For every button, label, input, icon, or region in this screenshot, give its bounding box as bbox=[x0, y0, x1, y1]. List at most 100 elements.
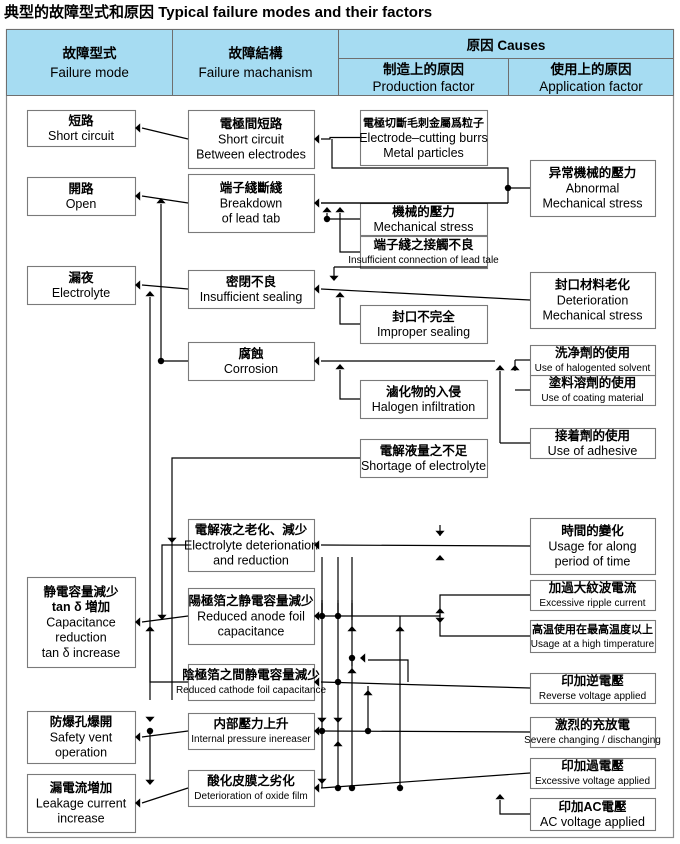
production-factor-box-0-line: Electrode–cutting burrs bbox=[359, 131, 488, 145]
application-factor-box-7[interactable] bbox=[529, 619, 657, 654]
page-title-en: Typical failure modes and their factors bbox=[158, 4, 433, 21]
header-label-causes: 原因 Causes bbox=[467, 38, 546, 53]
application-factor-box-0[interactable] bbox=[529, 159, 657, 218]
application-factor-box-7-line: Usage at a high timperature bbox=[531, 639, 655, 650]
failure-mechanism-box-1[interactable] bbox=[187, 173, 316, 234]
failure-mode-box-5[interactable] bbox=[26, 773, 137, 834]
failure-mechanism-box-5[interactable] bbox=[187, 587, 316, 646]
application-factor-box-9[interactable] bbox=[529, 716, 657, 749]
failure-mechanism-box-0[interactable] bbox=[187, 109, 316, 170]
production-factor-box-2-line: 端子綫之接觸不良 bbox=[373, 237, 474, 252]
application-factor-box-0-rect bbox=[529, 159, 657, 218]
failure-mode-box-1-rect bbox=[26, 176, 137, 217]
failure-mode-box-5-line: 漏電流増加 bbox=[50, 780, 113, 795]
arrow-mech-breakdown bbox=[314, 198, 320, 208]
wire-deterioration-to-sealing bbox=[320, 288, 531, 301]
wire-halogen-to-corrosion bbox=[339, 370, 360, 400]
failure-mode-box-0[interactable] bbox=[26, 109, 137, 148]
failure-mode-box-3[interactable] bbox=[26, 576, 137, 669]
arrow-up-adhesive bbox=[495, 365, 505, 371]
failure-mechanism-box-2[interactable] bbox=[187, 269, 316, 310]
application-factor-box-0-line: Mechanical stress bbox=[542, 197, 642, 211]
application-factor-box-5-line: period of time bbox=[555, 555, 631, 569]
application-factor-box-10[interactable] bbox=[529, 757, 657, 790]
production-factor-box-3[interactable] bbox=[359, 304, 489, 345]
failure-mechanism-box-0-rect bbox=[187, 109, 316, 170]
application-factor-box-2[interactable] bbox=[529, 344, 657, 377]
connector-line bbox=[141, 127, 189, 140]
application-factor-box-8[interactable] bbox=[529, 672, 657, 705]
production-factor-box-4[interactable] bbox=[359, 379, 489, 420]
failure-mechanism-box-2-line: 密閉不良 bbox=[225, 274, 277, 289]
failure-mode-box-0-line: Short circuit bbox=[48, 129, 115, 143]
wire-anode-to-cap bbox=[141, 615, 189, 623]
application-factor-box-1[interactable] bbox=[529, 271, 657, 330]
production-factor-box-2[interactable] bbox=[359, 235, 489, 270]
application-factor-box-1-rect bbox=[529, 271, 657, 330]
application-factor-box-6[interactable] bbox=[529, 579, 657, 612]
arrow-up-ac bbox=[495, 794, 505, 800]
wire-leadtale-up bbox=[339, 213, 360, 253]
application-factor-box-4[interactable] bbox=[529, 427, 657, 460]
application-factor-box-6-rect bbox=[529, 579, 657, 612]
wire-burrs-to-shortcircuit bbox=[321, 136, 360, 140]
production-factor-box-3-line: Improper sealing bbox=[377, 325, 470, 339]
failure-mechanism-box-3[interactable] bbox=[187, 341, 316, 382]
failure-mode-box-1[interactable] bbox=[26, 176, 137, 217]
wire-excessive-to-oxide bbox=[320, 772, 531, 789]
failure-mechanism-box-4[interactable] bbox=[187, 518, 316, 573]
production-factor-box-5-rect bbox=[359, 438, 489, 479]
production-factor-box-2-line: Insufficient connection of lead tale bbox=[348, 255, 499, 266]
application-factor-box-10-line: 印加過電壓 bbox=[561, 758, 624, 773]
application-factor-box-6-line: Excessive ripple current bbox=[539, 598, 645, 609]
arrow-mech-pressure bbox=[314, 726, 320, 736]
application-factor-box-11-rect bbox=[529, 797, 657, 832]
application-factor-box-1-line: Deterioration bbox=[557, 293, 629, 307]
wire-oxide-to-leakage bbox=[141, 787, 189, 804]
wire-time-to-electrolyte bbox=[320, 544, 531, 547]
production-factor-box-5-line: Shortage of electrolyte bbox=[361, 459, 486, 473]
failure-mechanism-box-6[interactable] bbox=[187, 663, 316, 702]
failure-mechanism-box-3-rect bbox=[187, 341, 316, 382]
arrow-to-electrolyte bbox=[135, 280, 141, 290]
failure-mechanism-box-1-rect bbox=[187, 173, 316, 234]
application-factor-box-2-line: Use of halogented solvent bbox=[535, 363, 651, 374]
application-factor-box-5[interactable] bbox=[529, 517, 657, 576]
wire-electrolyte-det-to-cap bbox=[161, 544, 188, 616]
failure-mode-box-4-line: Safety vent bbox=[50, 730, 113, 744]
production-factor-box-1[interactable] bbox=[359, 202, 489, 237]
failure-mode-box-3-rect bbox=[26, 576, 137, 669]
failure-mechanism-box-5-line: Reduced anode foil bbox=[197, 609, 305, 623]
arrow-up-corrosion bbox=[335, 364, 345, 370]
failure-mechanism-box-8[interactable] bbox=[187, 769, 316, 808]
application-factor-box-4-line: Use of adhesive bbox=[548, 444, 638, 458]
failure-mechanism-box-7-line: 内部壓力上升 bbox=[213, 716, 289, 731]
failure-mode-box-5-line: Leakage current bbox=[36, 796, 127, 810]
failure-mode-box-4[interactable] bbox=[26, 710, 137, 765]
application-factor-box-0-line: 异常機械的壓力 bbox=[549, 165, 637, 180]
failure-mechanism-box-1-line: Breakdown bbox=[220, 196, 283, 210]
production-factor-box-1-line: 機械的壓力 bbox=[392, 204, 455, 219]
failure-mode-box-3-line: 静電容量減少 bbox=[43, 584, 119, 599]
application-factor-box-11[interactable] bbox=[529, 797, 657, 832]
arrow-mech-shortcircuit bbox=[314, 134, 320, 144]
header-label-en: Application factor bbox=[539, 79, 643, 94]
production-factor-box-0[interactable] bbox=[359, 109, 489, 167]
failure-mode-box-2-rect bbox=[26, 265, 137, 306]
application-factor-box-5-line: 時間的變化 bbox=[561, 523, 624, 538]
failure-mode-box-0-rect bbox=[26, 109, 137, 148]
failure-mode-box-2[interactable] bbox=[26, 265, 137, 306]
failure-mechanism-box-1-line: 端子綫斷綫 bbox=[220, 180, 283, 195]
application-factor-box-10-rect bbox=[529, 757, 657, 790]
failure-mechanism-box-7-line: Internal pressure inereaser bbox=[191, 734, 311, 745]
failure-mechanism-box-7-rect bbox=[187, 712, 316, 751]
failure-mechanism-box-5-line: 陽極箔之静電容量減少 bbox=[188, 593, 314, 608]
production-factor-box-5-line: 電解液量之不足 bbox=[380, 443, 468, 458]
application-factor-box-9-line: 激烈的充放電 bbox=[555, 717, 631, 732]
failure-mechanism-box-7[interactable] bbox=[187, 712, 316, 751]
arrow-up-hightemp bbox=[435, 608, 445, 614]
failure-mode-box-1-line: 開路 bbox=[68, 181, 94, 196]
failure-mechanism-box-6-line: 陰極箔之間静電容量減少 bbox=[182, 667, 320, 682]
production-factor-box-5[interactable] bbox=[359, 438, 489, 479]
failure-mechanism-box-2-rect bbox=[187, 269, 316, 310]
